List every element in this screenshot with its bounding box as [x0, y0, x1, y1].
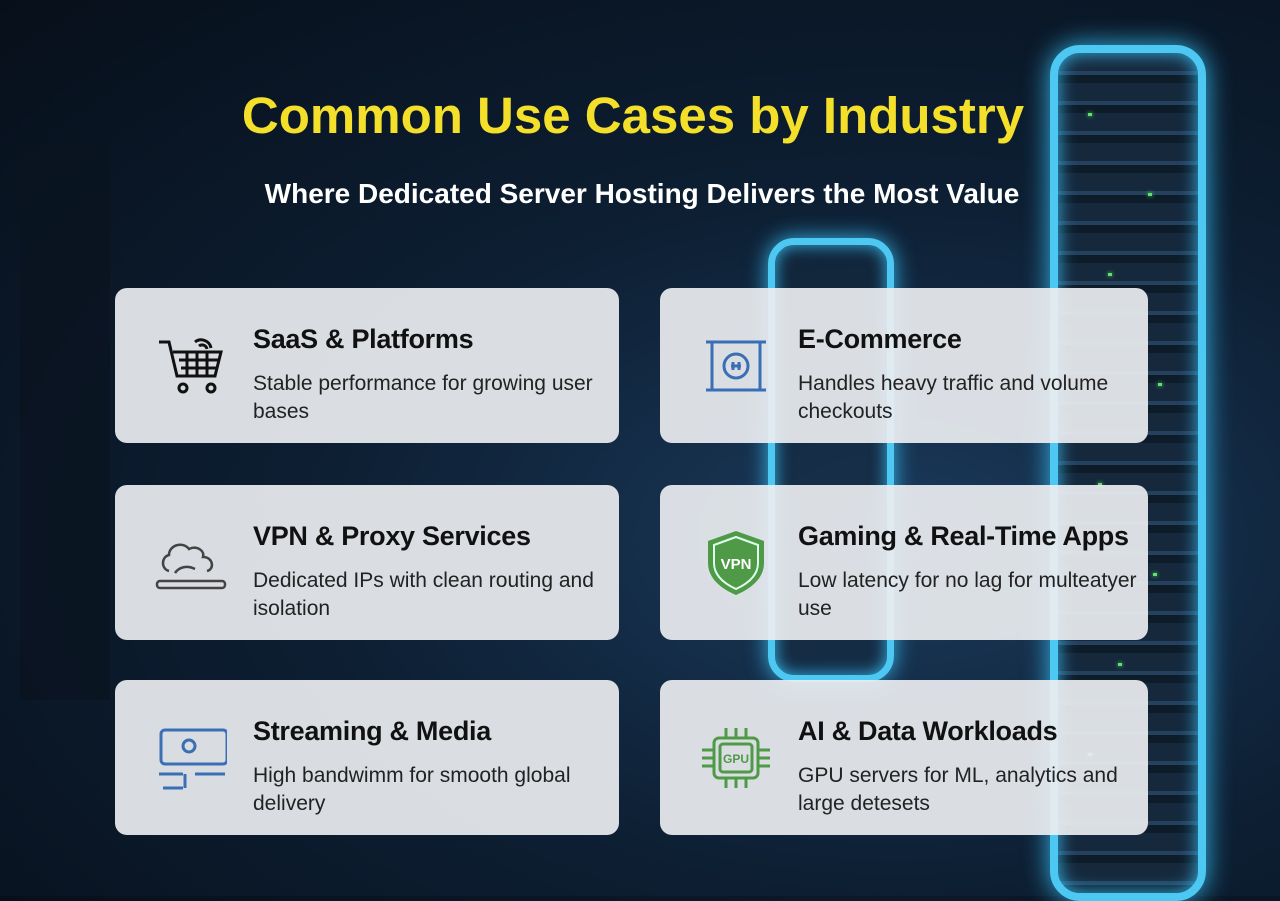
server-device-icon [706, 340, 766, 392]
card-gaming: VPN Gaming & Real-Time Apps Low latency … [660, 485, 1148, 640]
card-title: SaaS & Platforms [253, 324, 474, 354]
card-title: VPN & Proxy Services [253, 521, 531, 551]
shopping-cart-icon [159, 338, 223, 394]
card-description: Stable performance for growing user base… [253, 372, 593, 423]
card-ai-data: GPU AI & Data Workloads GPU servers for … [660, 680, 1148, 835]
card-description: High bandwimm for smooth global delivery [253, 764, 571, 815]
card-ecommerce: E-Commerce Handles heavy traffic and vol… [660, 288, 1148, 443]
card-streaming: Streaming & Media High bandwimm for smoo… [115, 680, 619, 835]
card-title: AI & Data Workloads [798, 716, 1058, 746]
card-saas: SaaS & Platforms Stable performance for … [115, 288, 619, 443]
cloud-icon [155, 543, 227, 590]
page-subtitle: Where Dedicated Server Hosting Delivers … [264, 178, 1020, 209]
card-description: Low latency for no lag for multeatyer us… [798, 569, 1137, 620]
vpn-icon-text: VPN [721, 556, 752, 573]
gpu-chip-icon: GPU [702, 728, 770, 788]
gpu-icon-text: GPU [723, 752, 749, 766]
card-description: Handles heavy traffic and volume checkou… [798, 372, 1109, 423]
media-screen-icon [159, 728, 227, 790]
vpn-shield-icon: VPN [708, 531, 764, 595]
card-description: Dedicated IPs with clean routing and iso… [253, 569, 594, 620]
card-vpn-proxy: VPN & Proxy Services Dedicated IPs with … [115, 485, 619, 640]
card-description: GPU servers for ML, analytics and large … [798, 764, 1118, 815]
card-title: Streaming & Media [253, 716, 491, 746]
card-title: Gaming & Real-Time Apps [798, 521, 1129, 551]
card-title: E-Commerce [798, 324, 962, 354]
page-title: Common Use Cases by Industry [241, 87, 1025, 144]
background-pillar [20, 140, 110, 700]
